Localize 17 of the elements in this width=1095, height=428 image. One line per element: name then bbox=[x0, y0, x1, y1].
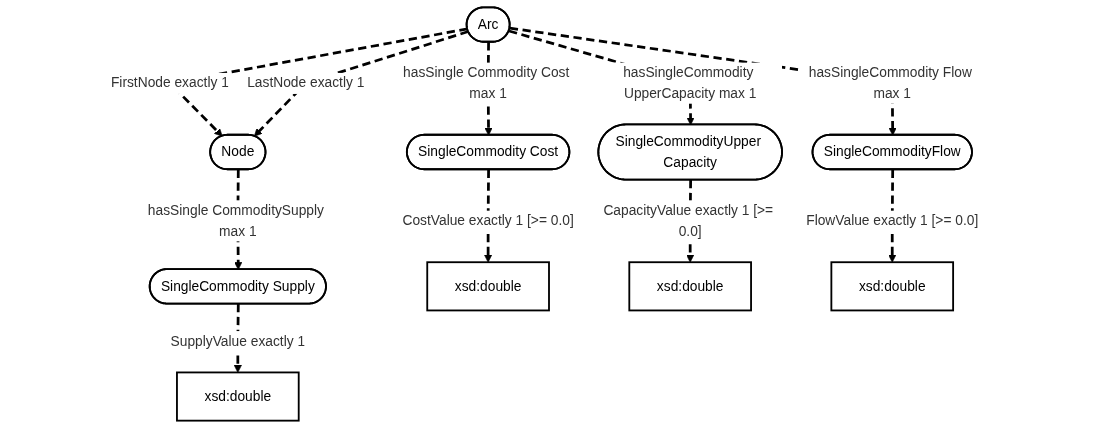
edge-label: FirstNode exactly 1 bbox=[110, 74, 229, 91]
edge-label: hasSingleCommodity Flow max 1 bbox=[808, 64, 972, 101]
edge-label: FlowValue exactly 1 [>= 0.0] bbox=[806, 212, 979, 229]
edge-label: hasSingleCommodity UpperCapacity max 1 bbox=[623, 64, 757, 101]
edge-label: LastNode exactly 1 bbox=[247, 74, 365, 91]
edge-label: SupplyValue exactly 1 bbox=[170, 332, 306, 349]
edge-label: hasSingle CommoditySupply max 1 bbox=[147, 202, 324, 239]
arrow bbox=[484, 169, 493, 263]
edge-label: hasSingle Commodity Cost max 1 bbox=[403, 64, 570, 101]
arrow bbox=[888, 169, 897, 263]
node-box: xsd:double bbox=[830, 261, 955, 312]
node-box: xsd:double bbox=[176, 371, 300, 422]
edge-label: CapacityValue exactly 1 [>= 0.0] bbox=[603, 202, 774, 239]
node-box: xsd:double bbox=[628, 261, 752, 312]
edge-label: CostValue exactly 1 [>= 0.0] bbox=[402, 212, 574, 229]
node-box: xsd:double bbox=[426, 261, 550, 312]
arrow bbox=[233, 304, 242, 373]
